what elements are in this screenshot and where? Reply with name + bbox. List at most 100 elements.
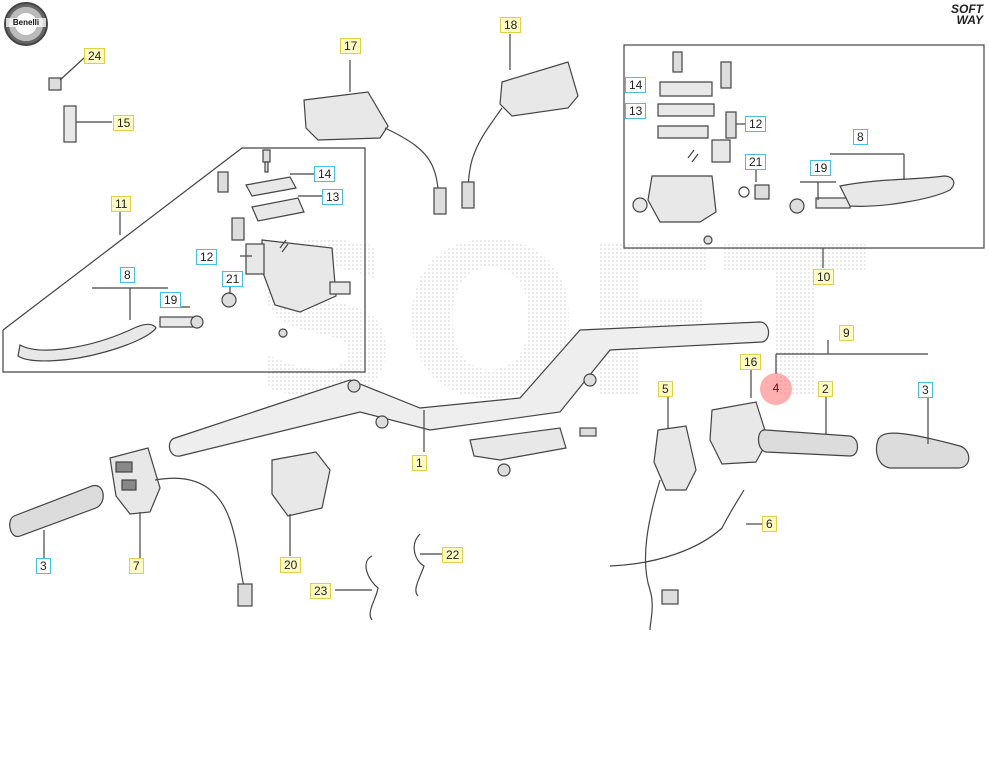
mirror-right: [499, 61, 579, 117]
spring-clip: [279, 239, 289, 253]
handlebar-bolt-1: [347, 379, 361, 393]
mirror-left-thread: [433, 187, 447, 215]
callout-6[interactable]: 6: [762, 516, 777, 532]
callout-5[interactable]: 5: [658, 381, 673, 397]
callout-16[interactable]: 16: [740, 354, 762, 370]
nut: [278, 328, 288, 338]
right-controls: [609, 340, 970, 631]
throttle-housing: [709, 401, 769, 465]
right-switch-cable: [644, 479, 661, 631]
bolt-2: [231, 217, 245, 241]
callout-14a[interactable]: 14: [314, 166, 336, 182]
reservoir-cover: [245, 176, 297, 197]
callout-22[interactable]: 22: [442, 547, 464, 563]
brake-lever-left: [17, 323, 157, 362]
callout-19b[interactable]: 19: [810, 160, 832, 176]
seal-ring-r: [738, 186, 750, 198]
switch-cover-20: [271, 451, 331, 517]
piston: [159, 316, 196, 328]
right-brake-pump-group: [623, 44, 985, 268]
right-connector: [661, 589, 679, 605]
highlight-part-4[interactable]: 4: [760, 373, 792, 405]
callout-10[interactable]: 10: [813, 269, 835, 285]
mirrors: [303, 34, 579, 215]
reservoir-gasket-r: [657, 125, 709, 139]
callout-21b[interactable]: 21: [745, 154, 767, 170]
screw: [262, 149, 271, 163]
group-frame-left: [2, 147, 366, 373]
mirror-left: [303, 91, 389, 141]
callout-2[interactable]: 2: [818, 381, 833, 397]
bolt-r2: [725, 111, 737, 139]
group-frame-right: [623, 44, 985, 249]
piston-r: [815, 197, 851, 209]
brake-lever-right: [839, 175, 955, 207]
pump-body-r: [647, 175, 717, 223]
piston-seal-r: [754, 184, 770, 200]
handlebar-bolt-2: [583, 373, 597, 387]
pump-clamp-r: [711, 139, 731, 163]
bolt-r: [720, 61, 732, 89]
brand-line-1: SOFT: [951, 2, 983, 16]
benelli-logo: Benelli: [4, 2, 48, 46]
clip-23: [365, 555, 379, 621]
throttle-cable: [609, 489, 745, 567]
pump-body: [261, 239, 337, 313]
piston-seal: [221, 292, 237, 308]
callout-11[interactable]: 11: [111, 196, 132, 212]
clamp-screw: [579, 427, 597, 437]
logo-text: Benelli: [6, 18, 46, 27]
callout-18[interactable]: 18: [500, 17, 522, 33]
switch-button: [115, 461, 133, 473]
left-brake-pump-group: [2, 147, 366, 373]
handlebar-bolt-3: [375, 415, 389, 429]
callout-12b[interactable]: 12: [745, 116, 767, 132]
callout-8b[interactable]: 8: [853, 129, 868, 145]
spring-clip-r: [687, 149, 699, 163]
handlebar-clamp: [469, 427, 567, 461]
callout-8a[interactable]: 8: [120, 267, 135, 283]
handlebar: [168, 321, 770, 477]
callout-23[interactable]: 23: [310, 583, 332, 599]
reservoir-diaphragm-r: [657, 103, 715, 117]
callout-3a[interactable]: 3: [36, 558, 51, 574]
pump-outlet: [329, 281, 351, 295]
left-controls: [9, 447, 442, 621]
right-grip: [875, 432, 970, 469]
callout-7[interactable]: 7: [129, 558, 144, 574]
callout-13a[interactable]: 13: [322, 189, 344, 205]
callout-24[interactable]: 24: [84, 48, 106, 64]
outlet-r: [632, 197, 648, 213]
brand-line-2: WAY: [956, 13, 983, 27]
clip-22: [413, 533, 425, 597]
reservoir-gasket: [251, 197, 305, 222]
callout-1[interactable]: 1: [412, 455, 427, 471]
clamp-nut: [497, 463, 511, 477]
callout-15[interactable]: 15: [113, 115, 135, 131]
left-connector: [237, 583, 253, 607]
callout-9[interactable]: 9: [839, 325, 854, 341]
callout-17[interactable]: 17: [340, 38, 362, 54]
nut-r: [703, 235, 713, 245]
mirror-right-thread: [461, 181, 475, 209]
leader-24: [59, 57, 85, 81]
bushing-r: [789, 198, 805, 214]
throttle-grip-2: [757, 429, 859, 457]
callout-19a[interactable]: 19: [160, 292, 182, 308]
part-24: [48, 77, 62, 91]
callout-3b[interactable]: 3: [918, 382, 933, 398]
mirror-left-stem: [384, 127, 441, 209]
bolt: [217, 171, 229, 193]
switch-button-2: [121, 479, 137, 491]
callout-20[interactable]: 20: [280, 557, 302, 573]
callout-13b[interactable]: 13: [625, 103, 647, 119]
pump-clamp: [245, 243, 265, 275]
callout-12a[interactable]: 12: [196, 249, 218, 265]
callout-21a[interactable]: 21: [222, 271, 244, 287]
highlight-label: 4: [772, 381, 780, 395]
part-15: [63, 105, 77, 143]
screw-r: [672, 51, 683, 73]
callout-14b[interactable]: 14: [625, 77, 647, 93]
left-switch-cable: [154, 477, 246, 591]
